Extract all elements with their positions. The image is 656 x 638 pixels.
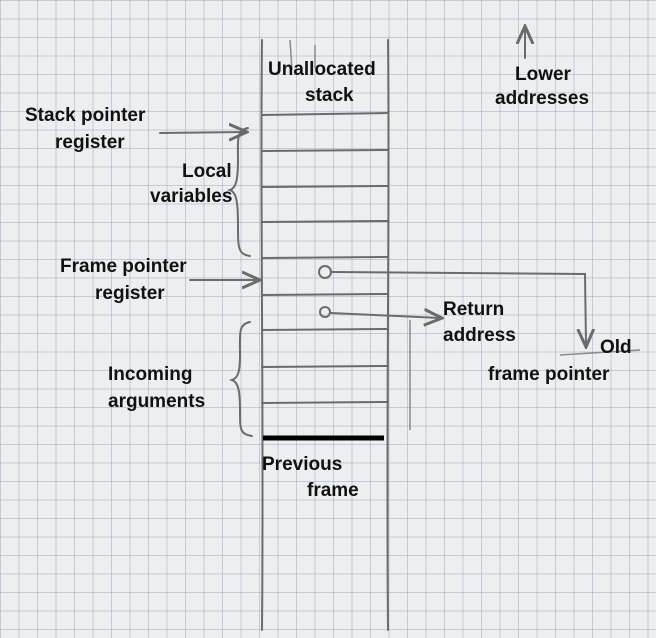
local-variables-label: Local [182,161,232,182]
return-address-arrow [330,313,440,318]
incoming-arguments-label-2: arguments [108,391,205,412]
previous-frame-label: Previous [262,454,342,475]
erased-sketch-lines [289,39,641,430]
stack-pointer-label-2: register [55,132,125,153]
stack-pointer-label: Stack pointer [25,105,146,126]
return-slot-marker [319,306,331,318]
incoming-arguments-label: Incoming [108,364,192,385]
old-fp-arrow [331,271,586,345]
old-frame-pointer-label-2: frame pointer [488,364,610,385]
stack-pointer-arrow [159,132,245,133]
frame-pointer-label-2: register [95,283,165,304]
stack-slots [261,112,389,404]
lower-addresses-label: Lower [515,64,572,85]
frame-pointer-label: Frame pointer [60,256,187,277]
incoming-arguments-brace [228,321,253,437]
return-address-label: Return [443,299,504,320]
lower-addresses-label-2: addresses [495,88,589,109]
old-fp-slot-marker [318,265,332,279]
return-address-label-2: address [443,325,516,346]
local-variables-brace [226,127,251,257]
previous-frame-label-2: frame [307,480,359,501]
old-frame-pointer-label: Old [600,337,632,358]
stack-right-wall [386,39,390,631]
unallocated-label-2: stack [305,85,354,106]
stack-left-wall [260,39,264,631]
local-variables-label-2: variables [150,186,232,207]
unallocated-label: Unallocated [268,59,376,80]
